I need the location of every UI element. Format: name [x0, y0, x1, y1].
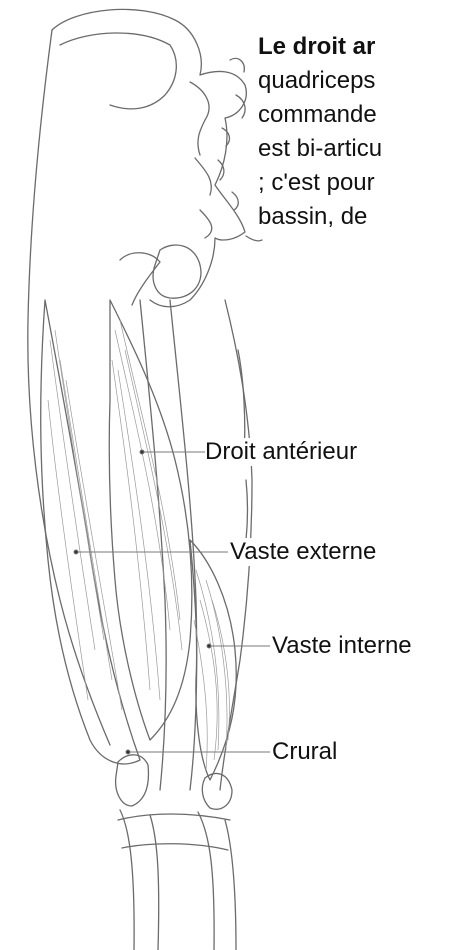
- intro-paragraph: Le droit ar quadriceps commande est bi-a…: [258, 30, 462, 310]
- intro-line: commande: [258, 98, 462, 132]
- intro-line: bassin, de: [258, 200, 462, 234]
- tibia: [120, 810, 134, 950]
- pointer-dot-droit: [140, 450, 144, 454]
- label-vaste-externe: Vaste externe: [230, 538, 376, 566]
- knee-joint: [118, 814, 230, 820]
- intro-line: ; c'est pour: [258, 166, 462, 200]
- intro-bold-heading: Le droit ar: [258, 30, 462, 64]
- intro-line: quadriceps: [258, 64, 462, 98]
- pointer-dot-crural: [126, 750, 130, 754]
- pointer-dot-vaste-externe: [74, 550, 78, 554]
- pelvis-outline: [52, 9, 246, 306]
- acetabulum: [153, 245, 201, 298]
- label-vaste-interne: Vaste interne: [272, 632, 412, 660]
- label-crural: Crural: [272, 738, 337, 766]
- rectus-femoris: [109, 300, 192, 740]
- pointer-dot-vaste-interne: [207, 644, 211, 648]
- label-droit-anterieur: Droit antérieur: [205, 438, 357, 466]
- iliac-wing: [190, 82, 209, 155]
- femur-neck: [120, 253, 160, 305]
- leg-outline-outer: [28, 30, 110, 745]
- vastus-lateralis: [41, 300, 140, 764]
- intro-line: est bi-articu: [258, 132, 462, 166]
- ilium-crest: [60, 33, 176, 109]
